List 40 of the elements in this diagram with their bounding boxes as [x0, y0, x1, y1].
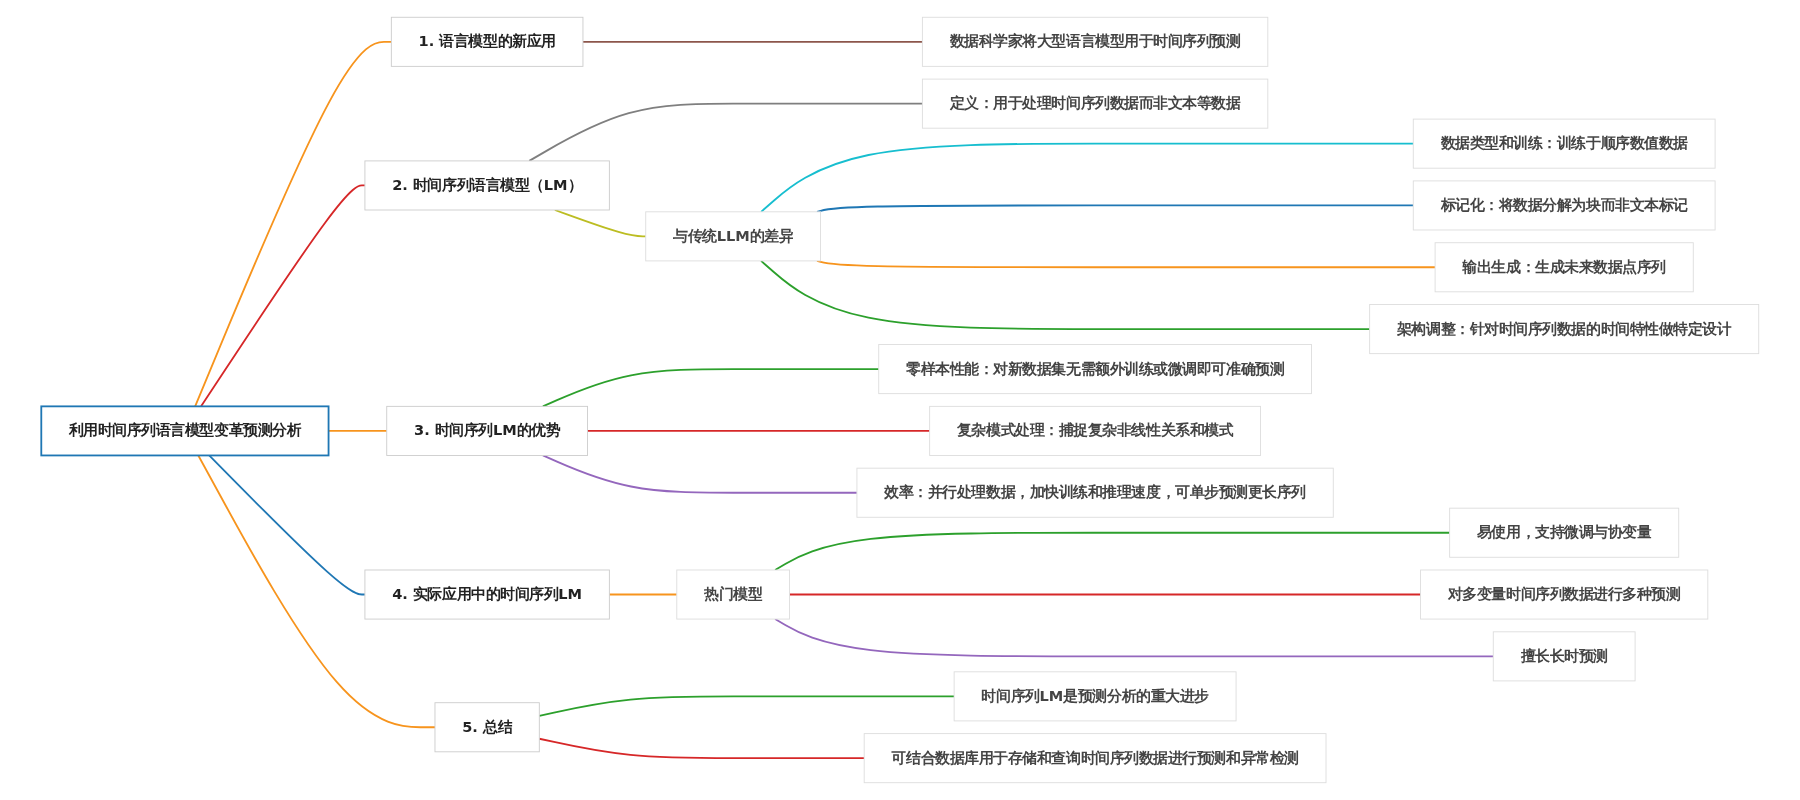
node-box: 擅长长时预测 — [1492, 631, 1636, 682]
node-box: 架构调整：针对时间序列数据的时间特性做特定设计 — [1369, 304, 1760, 355]
node-box: 效率：并行处理数据，加快训练和推理速度，可单步预测更长序列 — [856, 467, 1334, 518]
node-box: 4. 实际应用中的时间序列LM — [364, 569, 610, 620]
connector — [208, 454, 366, 596]
connector — [760, 142, 1415, 213]
node-box: 输出生成：生成未来数据点序列 — [1434, 242, 1694, 293]
node-box: 标记化：将数据分解为块而非文本标记 — [1412, 180, 1716, 231]
connector — [538, 737, 866, 760]
connector — [200, 184, 366, 408]
connector — [788, 593, 1422, 596]
node-box: 1. 语言模型的新应用 — [390, 16, 584, 67]
connector — [541, 454, 858, 494]
node-box: 零样本性能：对新数据集无需额外训练或微调即可准确预测 — [878, 344, 1312, 395]
node-box: 数据科学家将大型语言模型用于时间序列预测 — [921, 16, 1269, 67]
connector — [582, 40, 924, 43]
connector — [538, 695, 956, 717]
connector — [528, 102, 924, 162]
connector — [760, 260, 1371, 330]
node-box: 数据类型和训练：训练于顺序数值数据 — [1412, 118, 1716, 169]
node-box: 3. 时间序列LM的优势 — [386, 405, 588, 456]
node-box: 利用时间序列语言模型变革预测分析 — [40, 405, 330, 457]
connector — [197, 454, 436, 729]
node-box: 可结合数据库用于存储和查询时间序列数据进行预测和异常检测 — [863, 733, 1327, 784]
node-box: 对多变量时间序列数据进行多种预测 — [1420, 569, 1709, 620]
connector — [194, 40, 393, 408]
node-box: 定义：用于处理时间序列数据而非文本等数据 — [921, 78, 1269, 129]
node-box: 5. 总结 — [434, 702, 540, 753]
connector — [774, 618, 1495, 658]
connector — [586, 430, 931, 432]
node-box: 易使用，支持微调与协变量 — [1449, 507, 1680, 558]
connector — [816, 260, 1436, 269]
connector — [608, 593, 678, 596]
node-box: 复杂模式处理：捕捉复杂非线性关系和模式 — [929, 405, 1261, 456]
connector — [774, 531, 1451, 571]
node-box: 热门模型 — [676, 569, 790, 620]
connector — [541, 368, 880, 408]
node-box: 2. 时间序列语言模型（LM） — [364, 160, 610, 211]
node-box: 时间序列LM是预测分析的重大进步 — [953, 671, 1237, 722]
node-box: 与传统LLM的差异 — [645, 211, 821, 262]
